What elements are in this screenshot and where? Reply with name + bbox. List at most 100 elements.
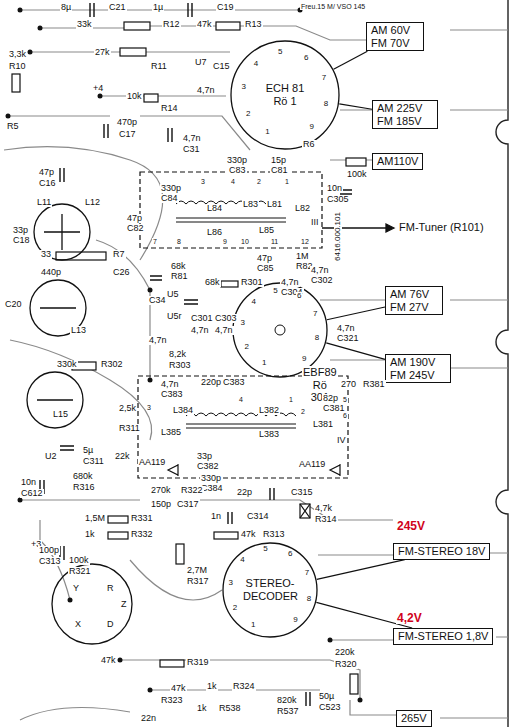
coil-winding: [186, 424, 296, 428]
resistor-symbol: [12, 22, 366, 694]
component-label: 1k: [196, 704, 208, 713]
pin-number: 7: [304, 569, 310, 577]
component-label: 4,7n: [182, 134, 202, 143]
component-label: U2: [44, 452, 58, 461]
solder-pad: [98, 94, 103, 99]
resistor-symbol: [108, 516, 128, 523]
connector: [334, 51, 368, 69]
component-label: C85: [256, 264, 275, 273]
component-label: 3,3k: [8, 50, 27, 59]
voltage-box: AM 76V FM 27V: [385, 286, 443, 315]
component-label: C19: [216, 3, 235, 12]
component-label: 47p: [126, 214, 143, 223]
node-text: EBF89: [302, 366, 338, 379]
terminal-number: 4: [238, 396, 244, 403]
solder-pad: [18, 8, 23, 13]
component-label: 10n: [20, 478, 37, 487]
pin-number: 8: [306, 595, 312, 603]
component-label: L86: [206, 228, 223, 237]
resistor-symbol: [216, 22, 240, 30]
component-label: FM-Tuner (R101): [398, 222, 485, 233]
component-label: U5r: [166, 312, 183, 321]
component-label: C311: [82, 457, 105, 466]
pin-number: 2: [243, 343, 249, 351]
pcb-trace: [10, 340, 152, 440]
component-label: R320: [334, 660, 358, 669]
tube-outline: [231, 41, 339, 149]
voltage-box: FM-STEREO 18V: [393, 543, 490, 560]
pin-number: 4: [239, 556, 245, 564]
component-label: 330k: [56, 360, 78, 369]
component-label: L82: [294, 204, 311, 213]
component-label: C313: [38, 557, 62, 566]
component-label: R14: [160, 104, 179, 113]
terminal-number: 12: [300, 238, 310, 245]
component-label: 1,5M: [84, 514, 106, 523]
node-text: 265V: [401, 712, 427, 725]
component-label: 1k: [206, 682, 218, 691]
coil-winding: [176, 201, 276, 204]
terminal-number: 7: [152, 238, 158, 245]
component-label: C34: [148, 296, 167, 305]
component-label: R538: [218, 704, 242, 713]
terminal-number: 9: [222, 238, 228, 245]
component-label: L384: [172, 406, 194, 415]
component-label: C15: [212, 62, 231, 71]
pin-number: 5: [262, 545, 268, 553]
pcb-trace: [20, 708, 130, 721]
component-label: 4,7n: [336, 324, 356, 333]
component-label: 270k: [150, 486, 172, 495]
connector: [326, 343, 385, 359]
resistor-symbol: [120, 48, 146, 56]
component-label: C382: [196, 462, 220, 471]
component-label: R311: [118, 424, 141, 433]
node-text: STEREO- DECODER: [242, 577, 298, 602]
component-label: R314: [314, 515, 338, 524]
component-label: X: [74, 620, 82, 629]
component-label: 8,2k: [168, 350, 187, 359]
component-label: III: [310, 218, 320, 227]
pin-number: 7: [312, 310, 318, 318]
component-label: 33p: [196, 452, 213, 461]
pcb-trace: [96, 240, 150, 380]
component-label: C18: [12, 236, 31, 245]
coil-can: [37, 214, 80, 400]
pin-number: 1: [264, 128, 270, 136]
arrow-off-page: [386, 224, 394, 232]
component-label: U5: [166, 290, 180, 299]
component-label: 22n: [140, 714, 157, 723]
capacitor-symbol: [270, 488, 274, 500]
component-label: C314: [246, 512, 270, 521]
solder-pad: [358, 698, 363, 703]
terminal-number: 3: [146, 404, 152, 411]
component-label: L382: [258, 406, 280, 415]
connector: [327, 307, 385, 320]
tube-outline: [223, 543, 317, 637]
component-label: C16: [38, 179, 57, 188]
node-text: AM 60V FM 70V: [371, 24, 419, 49]
component-label: L81: [266, 200, 283, 209]
resistor-symbol: [160, 660, 184, 667]
component-label: L15: [52, 410, 69, 419]
filter-can: [138, 376, 348, 478]
component-label: R12: [162, 20, 181, 29]
component-label: C384: [200, 484, 224, 493]
resistor-symbol: [214, 532, 238, 539]
component-label: R319: [186, 658, 210, 667]
component-label: L11: [36, 198, 52, 207]
terminal-number: 2: [256, 178, 262, 185]
node-text: AM 190V FM 245V: [390, 356, 446, 381]
board-edge: [496, 0, 508, 727]
solder-pad: [68, 598, 73, 603]
relay-cross: [300, 504, 310, 518]
arrow-off-page: [322, 224, 394, 232]
component-label: C20: [4, 300, 23, 309]
component-label: 68k: [204, 278, 221, 287]
component-label: C317: [176, 500, 200, 509]
component-label: 47k: [196, 20, 213, 29]
component-label: 440p: [40, 268, 62, 277]
component-label: 8µ: [60, 3, 72, 12]
component-label: 1k: [84, 530, 96, 539]
pin-number: 6: [287, 550, 293, 558]
pcb-trace: [4, 147, 163, 260]
